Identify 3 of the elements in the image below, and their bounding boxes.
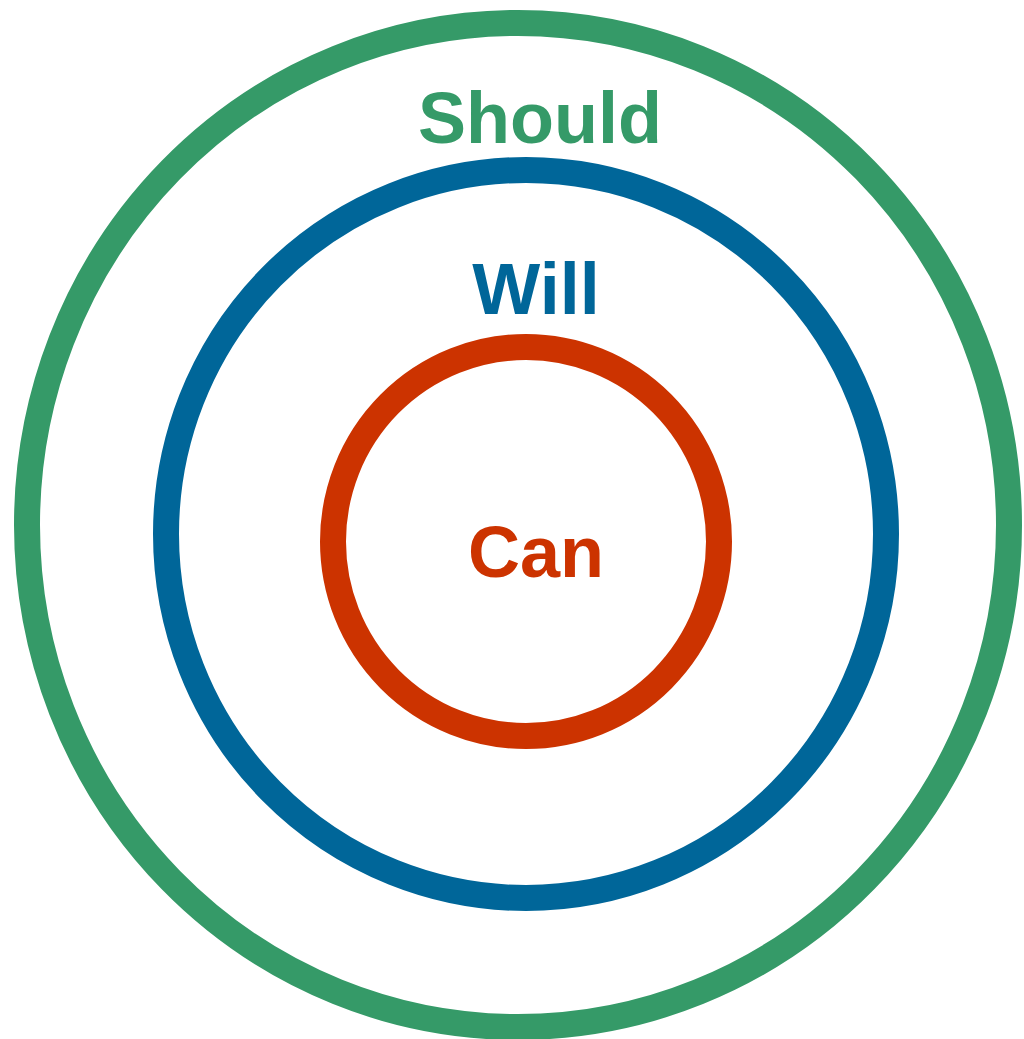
circle-label: Should bbox=[418, 82, 662, 154]
circle-label: Can bbox=[468, 516, 604, 588]
circle-label: Will bbox=[472, 253, 600, 325]
